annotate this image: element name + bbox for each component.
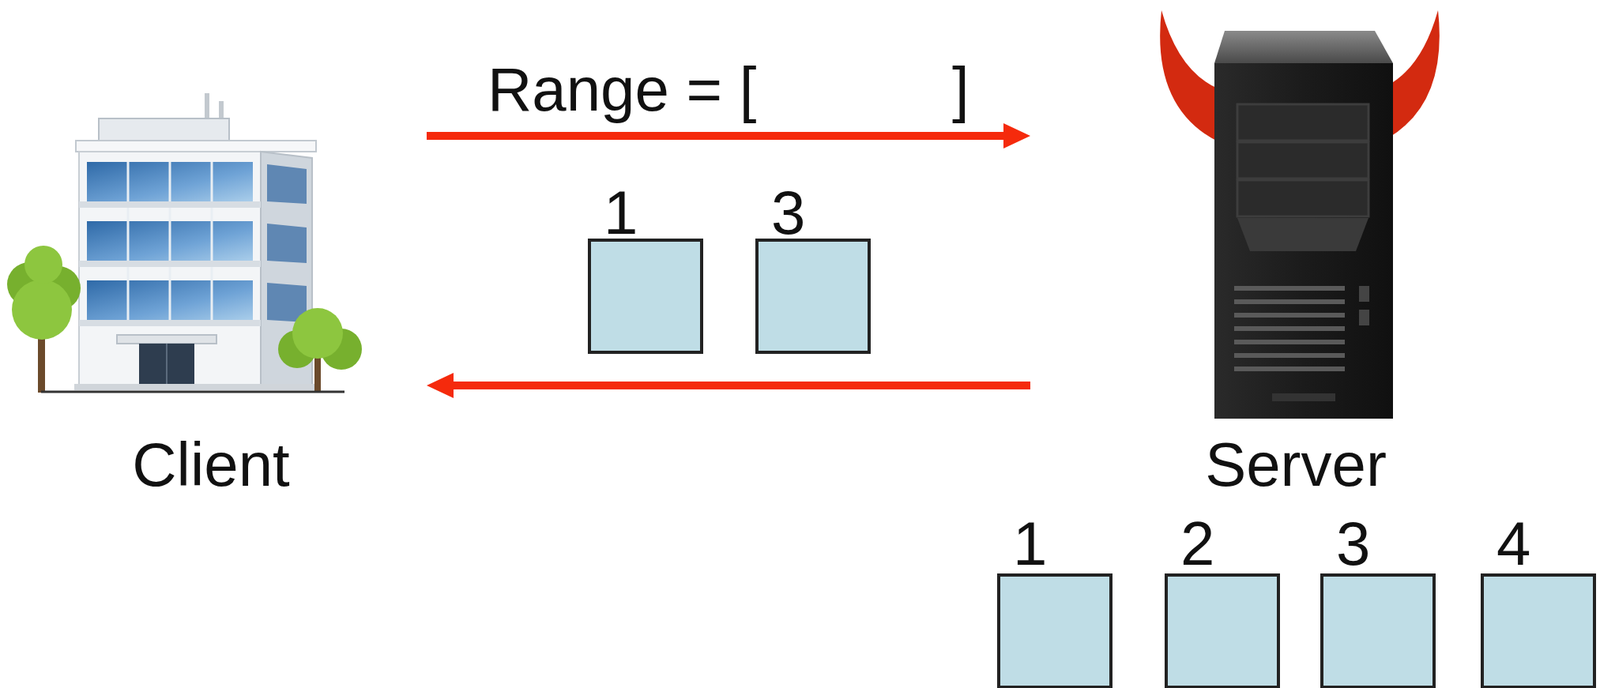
evil-server	[1159, 10, 1440, 419]
data-block-square	[755, 238, 871, 354]
floor-band	[79, 260, 261, 268]
door-split	[165, 343, 168, 389]
node-label: Server	[1204, 433, 1387, 496]
client-node: Client	[10, 86, 427, 506]
block-number: 3	[1336, 512, 1371, 575]
tree-trunk	[37, 331, 46, 393]
antenna	[218, 101, 224, 121]
ground-line	[41, 391, 345, 394]
stored-block: 4	[1480, 512, 1597, 688]
request-arrow	[448, 381, 1031, 390]
building-base	[74, 384, 317, 391]
vent-grille	[1234, 288, 1345, 369]
entrance-door	[139, 343, 195, 389]
case-button	[1359, 286, 1370, 302]
data-block-square	[1164, 573, 1280, 688]
data-block-square	[997, 573, 1113, 688]
transferred-block: 3	[755, 181, 871, 354]
tree-foliage	[24, 245, 63, 284]
drive-bay	[1237, 142, 1369, 179]
block-number: 1	[603, 181, 638, 244]
office-building	[7, 93, 362, 393]
building-front	[79, 151, 261, 389]
mullion	[127, 161, 130, 320]
mullion	[169, 161, 172, 320]
block-number: 4	[1496, 512, 1531, 575]
floor-band	[79, 320, 261, 327]
tree-foliage	[11, 279, 72, 340]
front-panel	[1237, 218, 1369, 252]
data-block-square	[587, 238, 704, 354]
roof-unit	[98, 118, 230, 143]
node-label: Client	[131, 433, 290, 496]
floor-band	[79, 201, 261, 208]
stored-block: 1	[997, 512, 1113, 688]
request-arrow	[426, 131, 1009, 140]
block-number: 2	[1180, 512, 1215, 575]
block-number: 1	[1012, 512, 1047, 575]
side-window	[267, 164, 307, 204]
case-top	[1214, 30, 1393, 64]
case-button	[1359, 309, 1370, 326]
stored-block: 3	[1320, 512, 1436, 688]
roof-slab	[75, 140, 317, 152]
case-foot	[1272, 393, 1336, 402]
entrance-canopy	[116, 335, 217, 344]
tree-foliage	[292, 308, 343, 359]
stored-block: 2	[1164, 512, 1280, 688]
edge-label: Range = [	[487, 58, 757, 121]
case-body	[1214, 63, 1393, 419]
server-node: Server	[1030, 0, 1573, 506]
bracket-label: ]	[952, 58, 970, 121]
data-block-square	[1320, 573, 1436, 688]
transferred-block: 1	[587, 181, 704, 354]
block-number: 3	[771, 181, 806, 244]
drive-bay	[1237, 104, 1369, 141]
antenna	[204, 93, 210, 121]
data-block-square	[1480, 573, 1597, 688]
drive-bay	[1237, 180, 1369, 217]
side-window	[267, 223, 307, 264]
mullion	[210, 161, 214, 320]
